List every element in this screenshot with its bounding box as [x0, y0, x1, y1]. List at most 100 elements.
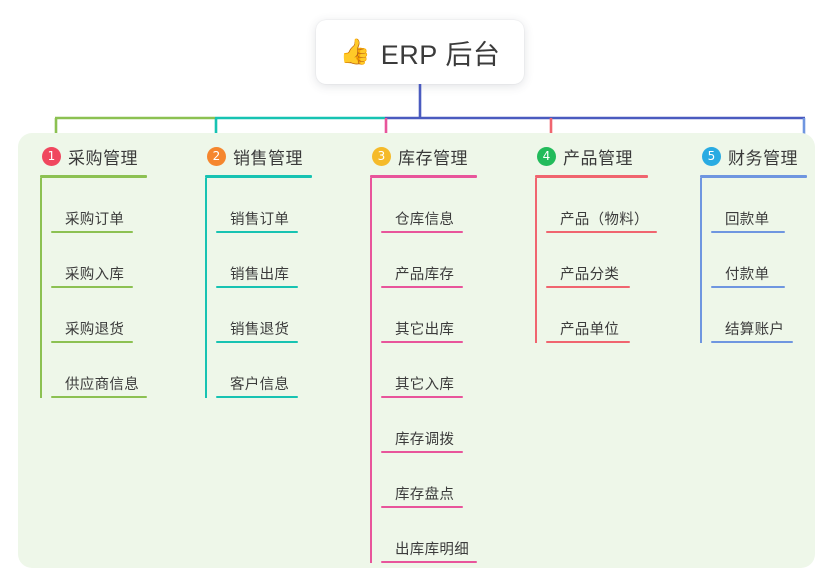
branch-items: 产品（物料） 产品分类产品单位	[535, 178, 657, 343]
branch-column: 4 产品管理产品（物料） 产品分类产品单位	[535, 144, 657, 343]
branch-item-rule	[546, 341, 630, 343]
branch-item[interactable]: 库存调拨	[381, 398, 477, 453]
thumbs-up-icon: 👍	[339, 37, 371, 66]
branch-item[interactable]: 产品（物料）	[546, 178, 657, 233]
branch-column: 2 销售管理销售订单销售出库销售退货客户信息	[205, 144, 312, 398]
branch-index-badge: 2	[207, 146, 226, 166]
branch-item[interactable]: 仓库信息	[381, 178, 477, 233]
branch-item-rule	[381, 286, 463, 288]
branch-item-rule	[381, 396, 463, 398]
branch-item-label: 回款单	[725, 212, 770, 228]
branch-item-rule	[711, 286, 785, 288]
branch-item[interactable]: 产品分类	[546, 233, 649, 288]
branch-item-label: 采购入库	[65, 267, 125, 283]
branch-item[interactable]: 付款单	[711, 233, 807, 288]
branch-item[interactable]: 回款单	[711, 178, 807, 233]
branch-item-rule	[51, 341, 133, 343]
branch-column: 5 财务管理回款单付款单结算账户	[700, 144, 807, 343]
branch-item-rule	[216, 286, 298, 288]
branch-item-rule	[381, 341, 463, 343]
branch-item-label: 销售订单	[230, 212, 290, 228]
branch-item-label: 结算账户	[725, 322, 785, 338]
branch-header[interactable]: 1 采购管理	[40, 144, 147, 168]
branch-title: 销售管理	[233, 148, 303, 168]
branch-column: 3 库存管理仓库信息产品库存其它出库其它入库库存调拨库存盘点出库库明细	[370, 144, 477, 563]
branch-index-badge: 4	[537, 146, 556, 166]
branch-item[interactable]: 销售退货	[216, 288, 312, 343]
branch-item-label: 产品（物料）	[560, 212, 649, 228]
branch-item-rule	[381, 561, 477, 563]
branch-item[interactable]: 其它入库	[381, 343, 477, 398]
branch-item-rule	[216, 341, 298, 343]
branch-item[interactable]: 供应商信息	[51, 343, 147, 398]
branch-item-rule	[216, 396, 298, 398]
branch-item[interactable]: 采购入库	[51, 233, 147, 288]
branch-header-rule	[370, 175, 477, 178]
branch-item-label: 仓库信息	[395, 212, 455, 228]
branch-item-label: 付款单	[725, 267, 770, 283]
branch-item[interactable]: 结算账户	[711, 288, 807, 343]
branch-title: 产品管理	[563, 148, 633, 168]
branch-item-rule	[711, 231, 785, 233]
branch-item-rule	[51, 231, 133, 233]
branch-item-rule	[381, 231, 463, 233]
branch-header[interactable]: 5 财务管理	[700, 144, 807, 168]
branch-item-label: 出库库明细	[395, 542, 469, 558]
branch-index-badge: 5	[702, 146, 721, 166]
branch-spine	[370, 178, 372, 563]
branch-items: 采购订单采购入库采购退货供应商信息	[40, 178, 147, 398]
branch-title: 财务管理	[728, 148, 798, 168]
branch-item[interactable]: 客户信息	[216, 343, 312, 398]
branches-panel	[18, 133, 815, 568]
branch-items: 仓库信息产品库存其它出库其它入库库存调拨库存盘点出库库明细	[370, 178, 477, 563]
branch-header-rule	[700, 175, 807, 178]
root-title: ERP 后台	[380, 39, 501, 70]
branch-spine	[205, 178, 207, 398]
branch-item[interactable]: 产品库存	[381, 233, 477, 288]
branch-header-rule	[535, 175, 648, 178]
branch-header[interactable]: 2 销售管理	[205, 144, 312, 168]
branch-item-rule	[546, 231, 657, 233]
root-node[interactable]: 👍 ERP 后台	[316, 20, 524, 84]
branch-item-label: 产品分类	[560, 267, 620, 283]
branch-item[interactable]: 销售订单	[216, 178, 312, 233]
branch-item-label: 供应商信息	[65, 377, 139, 393]
branch-title: 采购管理	[68, 148, 138, 168]
branch-item-label: 库存调拨	[395, 432, 455, 448]
branch-index-badge: 3	[372, 146, 391, 166]
branch-item-label: 其它出库	[395, 322, 455, 338]
branch-item-label: 销售出库	[230, 267, 290, 283]
branch-item-label: 产品单位	[560, 322, 620, 338]
branch-title: 库存管理	[398, 148, 468, 168]
branch-item-rule	[381, 506, 463, 508]
branch-item-rule	[51, 396, 147, 398]
branch-item-label: 库存盘点	[395, 487, 455, 503]
branch-item-rule	[216, 231, 298, 233]
branch-item-label: 客户信息	[230, 377, 290, 393]
branch-item-rule	[546, 286, 630, 288]
branch-item-label: 其它入库	[395, 377, 455, 393]
branch-column: 1 采购管理采购订单采购入库采购退货供应商信息	[40, 144, 147, 398]
branch-item-rule	[51, 286, 133, 288]
branch-item[interactable]: 产品单位	[546, 288, 649, 343]
branch-item-label: 采购退货	[65, 322, 125, 338]
branch-item[interactable]: 库存盘点	[381, 453, 477, 508]
branch-item[interactable]: 其它出库	[381, 288, 477, 343]
branch-header[interactable]: 3 库存管理	[370, 144, 477, 168]
branch-index-badge: 1	[42, 146, 61, 166]
branch-spine	[535, 178, 537, 343]
branch-item[interactable]: 采购退货	[51, 288, 147, 343]
branch-header-rule	[40, 175, 147, 178]
branch-item-label: 销售退货	[230, 322, 290, 338]
branch-item-rule	[381, 451, 463, 453]
branch-items: 销售订单销售出库销售退货客户信息	[205, 178, 312, 398]
branch-item-rule	[711, 341, 793, 343]
branch-item[interactable]: 出库库明细	[381, 508, 477, 563]
branch-spine	[40, 178, 42, 398]
branch-item[interactable]: 采购订单	[51, 178, 147, 233]
branch-spine	[700, 178, 702, 343]
branch-header[interactable]: 4 产品管理	[535, 144, 649, 168]
branch-items: 回款单付款单结算账户	[700, 178, 807, 343]
branch-item[interactable]: 销售出库	[216, 233, 312, 288]
branch-item-label: 产品库存	[395, 267, 455, 283]
